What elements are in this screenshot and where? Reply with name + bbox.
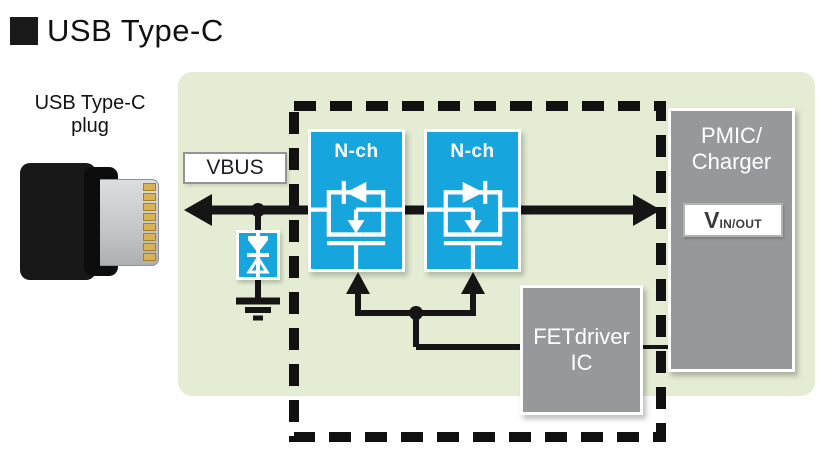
pmic-charger-block: PMIC/ Charger V IN/OUT xyxy=(668,108,795,372)
usb-plug-gold-pin xyxy=(143,183,156,191)
pmic-label-line2: Charger xyxy=(691,148,772,174)
nch-fet-left-block: N-ch xyxy=(308,129,405,272)
usb-plug-gold-pin xyxy=(143,243,156,251)
vbus-label-box: VBUS xyxy=(183,152,287,184)
usb-plug-gold-pin xyxy=(143,253,156,261)
usb-plug-gold-pin xyxy=(143,223,156,231)
title-bullet-square-icon xyxy=(10,17,38,45)
nch-fet-left-label: N-ch xyxy=(334,141,379,162)
mosfet-symbol-icon xyxy=(427,180,518,269)
nch-fet-right-label: N-ch xyxy=(450,141,495,162)
vinout-label-box: V IN/OUT xyxy=(683,203,783,237)
esd-diode-block xyxy=(236,230,280,280)
vinout-main-text: V xyxy=(704,207,720,233)
pmic-label: PMIC/ Charger xyxy=(671,123,792,175)
pmic-label-line1: PMIC/ xyxy=(700,123,763,148)
usb-plug-gold-pin xyxy=(143,193,156,201)
fetdriver-label-line2: IC xyxy=(570,350,593,375)
usb-plug-label-line2: plug xyxy=(71,115,109,137)
page-title-text: USB Type-C xyxy=(47,13,224,48)
vinout-sub-text: IN/OUT xyxy=(719,217,762,231)
nch-fet-right-block: N-ch xyxy=(424,129,521,272)
page-title: USB Type-C xyxy=(10,13,224,49)
usb-plug-gold-pin xyxy=(143,233,156,241)
fetdriver-ic-block: FETdriver IC xyxy=(520,285,643,415)
mosfet-symbol-icon xyxy=(311,180,402,269)
zener-diode-icon xyxy=(246,233,270,277)
vbus-label-text: VBUS xyxy=(206,156,264,179)
usb-plug-gold-pin xyxy=(143,213,156,221)
usb-plug-body xyxy=(20,163,96,280)
usb-plug-label: USB Type-C plug xyxy=(6,92,174,138)
usb-plug-label-line1: USB Type-C xyxy=(34,92,146,114)
usb-plug-gold-pin xyxy=(143,203,156,211)
fetdriver-label-line1: FETdriver xyxy=(533,324,630,350)
